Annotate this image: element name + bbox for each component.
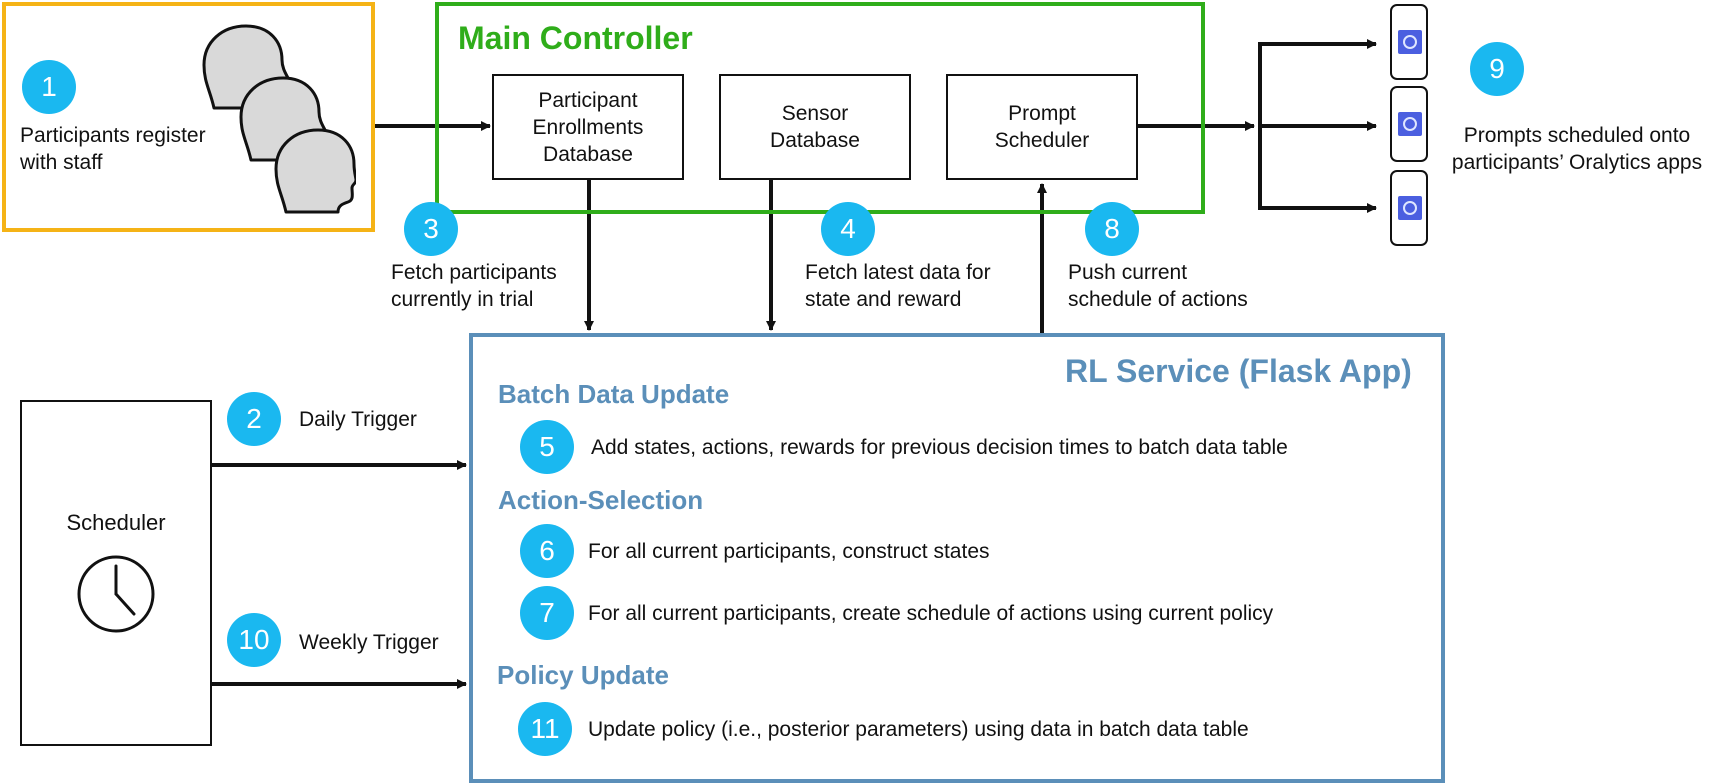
apps-text-line1: Prompts scheduled onto — [1463, 124, 1691, 147]
scheduler-title: Scheduler — [66, 510, 166, 535]
step-badge-4: 4 — [821, 202, 875, 256]
prompt-scheduler-line1: Prompt — [1008, 102, 1076, 125]
scheduler-box — [20, 400, 212, 746]
step-badge-6: 6 — [520, 524, 574, 578]
action-selection-heading: Action-Selection — [498, 485, 704, 515]
policy-update-heading: Policy Update — [497, 660, 669, 690]
fetch-data-line1: Fetch latest data for — [805, 261, 991, 284]
enrollments-db-line3: Database — [543, 142, 633, 166]
sensor-database: Sensor Database — [719, 74, 911, 180]
step-badge-10: 10 — [227, 613, 281, 667]
registration-text-line1: Participants register — [20, 124, 206, 147]
rl-service-box — [469, 333, 1445, 783]
step-badge-9: 9 — [1470, 42, 1524, 96]
daily-trigger-label: Daily Trigger — [299, 408, 417, 431]
prompt-scheduler-line2: Scheduler — [994, 129, 1090, 152]
apps-text-line2: participants’ Oralytics apps — [1451, 151, 1703, 174]
batch-data-update-heading: Batch Data Update — [498, 379, 730, 409]
rl-service-title: RL Service (Flask App) — [1065, 353, 1412, 389]
enrollments-db-line2: Enrollments — [532, 115, 644, 139]
participant-enrollments-database: Participant Enrollments Database — [492, 74, 684, 180]
push-schedule-line1: Push current — [1068, 261, 1188, 284]
step-badge-3: 3 — [404, 202, 458, 256]
step-badge-1: 1 — [22, 60, 76, 114]
sensor-db-line2: Database — [770, 129, 860, 152]
weekly-trigger-label: Weekly Trigger — [299, 631, 439, 654]
step-badge-8: 8 — [1085, 202, 1139, 256]
phone-app-icon-3 — [1390, 170, 1428, 246]
clock-icon — [77, 555, 155, 633]
enrollments-db-line1: Participant — [538, 88, 638, 112]
main-controller-box — [435, 2, 1205, 214]
push-schedule-line2: schedule of actions — [1068, 288, 1248, 311]
step-badge-11: 11 — [518, 702, 572, 756]
step-badge-7: 7 — [520, 586, 574, 640]
prompt-scheduler: Prompt Scheduler — [946, 74, 1138, 180]
step-badge-2: 2 — [227, 392, 281, 446]
participants-heads-icon — [202, 24, 356, 214]
fetch-data-line2: state and reward — [805, 288, 962, 311]
step-7-text: For all current participants, create sch… — [588, 602, 1274, 625]
sensor-db-line1: Sensor — [781, 102, 849, 125]
step-6-text: For all current participants, construct … — [588, 540, 990, 563]
fetch-participants-line2: currently in trial — [391, 288, 534, 311]
step-11-text: Update policy (i.e., posterior parameter… — [588, 718, 1249, 741]
registration-text-line2: with staff — [20, 151, 103, 174]
step-badge-5: 5 — [520, 420, 574, 474]
step-5-text: Add states, actions, rewards for previou… — [591, 436, 1288, 459]
registration-box — [2, 2, 375, 232]
phone-app-icon-2 — [1390, 86, 1428, 162]
main-controller-title: Main Controller — [458, 20, 693, 56]
phone-app-icon-1 — [1390, 4, 1428, 80]
fetch-participants-line1: Fetch participants — [391, 261, 557, 284]
